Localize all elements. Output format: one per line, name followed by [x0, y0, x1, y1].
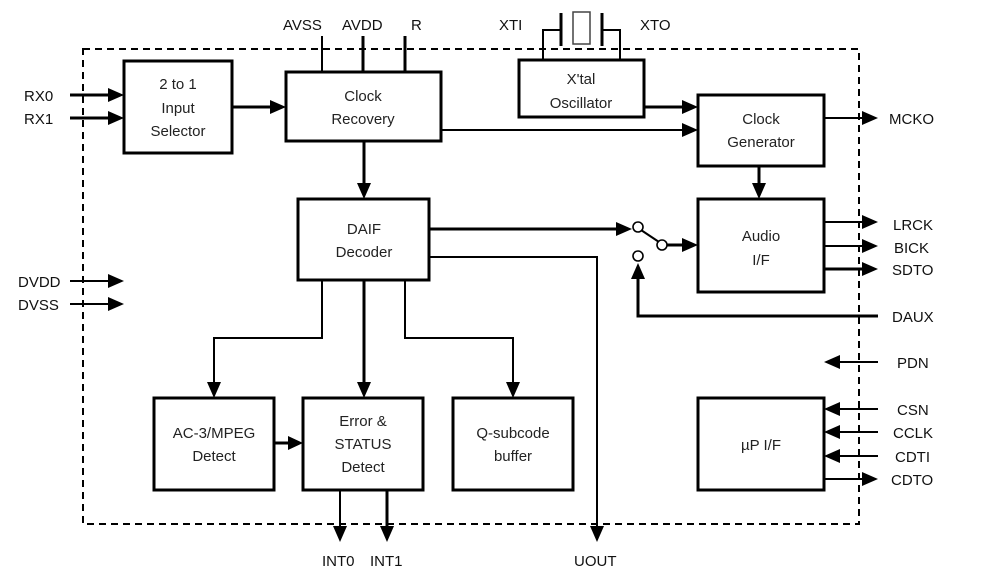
clock-recovery-line2: Recovery — [331, 111, 395, 128]
audio-if-line2: I/F — [752, 252, 770, 269]
pin-dvdd: DVDD — [18, 274, 61, 291]
input-selector-line3: Selector — [150, 123, 205, 140]
xtal-oscillator-line1: X'tal — [567, 71, 596, 88]
clock-recovery-block: Clock Recovery — [284, 70, 443, 143]
selector-to-recovery-wire — [232, 100, 286, 114]
int0-wire — [333, 490, 347, 542]
clock-generator-line1: Clock — [742, 111, 780, 128]
pin-rx0: RX0 — [24, 88, 53, 105]
daif-decoder-line1: DAIF — [347, 221, 381, 238]
clock-recovery-line1: Clock — [344, 88, 382, 105]
pin-daux: DAUX — [892, 309, 934, 326]
dvdd-wire — [70, 274, 124, 288]
pdn-wire — [824, 355, 878, 369]
pin-cclk: CCLK — [893, 425, 933, 442]
cdti-wire — [824, 449, 878, 463]
pin-cdto: CDTO — [891, 472, 933, 489]
pin-uout: UOUT — [574, 553, 617, 570]
int1-wire — [380, 490, 394, 542]
qsubcode-line2: buffer — [494, 448, 532, 465]
bick-wire — [824, 239, 878, 253]
input-selector-line1: 2 to 1 — [159, 76, 197, 93]
uout-wire — [429, 256, 604, 542]
pin-lrck: LRCK — [893, 217, 933, 234]
ac3-mpeg-detect-block: AC-3/MPEG Detect — [152, 396, 276, 492]
mcko-wire — [824, 111, 878, 125]
up-if-label: µP I/F — [741, 437, 781, 454]
pin-r: R — [411, 17, 422, 34]
input-selector-block: 2 to 1 Input Selector — [122, 59, 234, 155]
cclk-wire — [824, 425, 878, 439]
pin-avdd: AVDD — [342, 17, 383, 34]
ac3-mpeg-detect-line1: AC-3/MPEG — [173, 425, 256, 442]
xtal-to-clockgen-wire — [644, 100, 698, 114]
recovery-to-daif-wire — [357, 141, 371, 199]
pin-int0: INT0 — [322, 553, 355, 570]
selector-switch-icon — [632, 221, 698, 262]
pin-int1: INT1 — [370, 553, 403, 570]
daif-decoder-line2: Decoder — [336, 244, 393, 261]
up-if-block: µP I/F — [696, 396, 826, 492]
qsubcode-line1: Q-subcode — [476, 425, 549, 442]
cdto-wire — [824, 472, 878, 486]
pin-pdn: PDN — [897, 355, 929, 372]
rx0-wire — [70, 88, 124, 102]
ac3-to-error-wire — [274, 436, 303, 450]
pin-xti: XTI — [499, 17, 522, 34]
clockgen-to-audio-wire — [752, 166, 766, 199]
pin-dvss: DVSS — [18, 297, 59, 314]
error-status-line1: Error & — [339, 413, 387, 430]
pin-sdto: SDTO — [892, 262, 933, 279]
csn-wire — [824, 402, 878, 416]
pin-xto: XTO — [640, 17, 671, 34]
pin-mcko: MCKO — [889, 111, 934, 128]
error-status-detect-block: Error & STATUS Detect — [301, 396, 425, 492]
error-status-line2: STATUS — [335, 436, 392, 453]
daif-to-error-wire — [357, 280, 371, 398]
daif-decoder-block: DAIF Decoder — [296, 197, 431, 282]
daux-wire — [631, 263, 878, 318]
recovery-to-clockgen-wire — [441, 123, 698, 137]
sdto-wire — [824, 262, 878, 276]
xtal-oscillator-line2: Oscillator — [550, 95, 613, 112]
dvss-wire — [70, 297, 124, 311]
crystal-icon — [542, 11, 621, 60]
lrck-wire — [824, 215, 878, 229]
pin-rx1: RX1 — [24, 111, 53, 128]
pin-avss: AVSS — [283, 17, 322, 34]
audio-if-line1: Audio — [742, 228, 780, 245]
clock-generator-block: Clock Generator — [696, 93, 826, 168]
clock-generator-line2: Generator — [727, 134, 795, 151]
input-selector-line2: Input — [161, 100, 195, 117]
daif-to-qsubcode-wire — [404, 280, 520, 398]
pin-csn: CSN — [897, 402, 929, 419]
rx1-wire — [70, 111, 124, 125]
chip-boundary — [82, 48, 860, 525]
qsubcode-buffer-block: Q-subcode buffer — [451, 396, 575, 492]
error-status-line3: Detect — [341, 459, 385, 476]
daif-to-switch-wire — [429, 222, 632, 236]
daif-to-ac3-wire — [207, 280, 323, 398]
pin-cdti: CDTI — [895, 449, 930, 466]
ac3-mpeg-detect-line2: Detect — [192, 448, 236, 465]
pin-bick: BICK — [894, 240, 929, 257]
xtal-oscillator-block: X'tal Oscillator — [517, 58, 646, 119]
audio-if-block: Audio I/F — [696, 197, 826, 294]
